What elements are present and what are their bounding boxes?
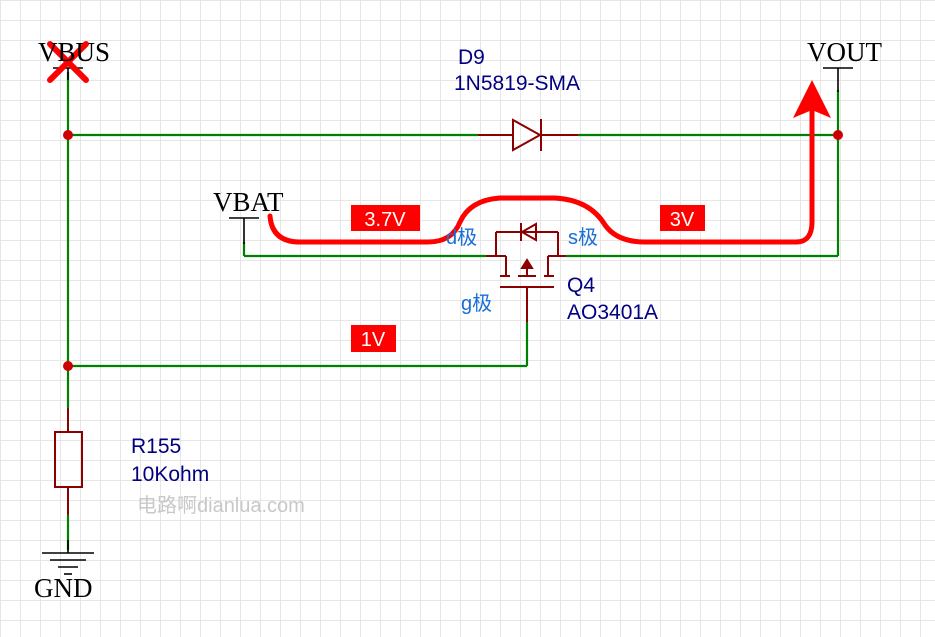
voltage-tag-drain-text: 3.7V [364,209,406,231]
ground-symbol [42,540,94,575]
mosfet-q4 [486,222,566,322]
net-label-vbat: VBAT [213,187,284,217]
net-label-vout: VOUT [807,37,882,67]
voltage-tag-gate-text: 1V [361,329,386,351]
net-label-gnd: GND [34,573,93,603]
watermark: 电路啊dianlua.com [137,494,305,517]
junction-gate-resistor [63,361,73,371]
mosfet-arrow [520,258,534,269]
resistor-ref-label: R155 [131,435,181,458]
voltage-tag-gate: 1V [351,325,396,352]
current-path-highlight [267,105,815,245]
net-port-vbat [229,217,259,244]
resistor-value-label: 10Kohm [131,463,209,486]
diode-d9 [478,118,578,152]
mosfet-body-diode-triangle [519,222,537,242]
resistor-r155 [54,408,83,515]
voltage-tag-source-bg [660,205,705,231]
junctions [63,130,843,371]
mosfet-gate-pin-label: g极 [461,292,492,315]
net-port-vout [823,67,853,92]
voltage-tag-drain-bg [351,205,420,231]
voltage-tag-source: 3V [660,205,705,231]
mosfet-part-label: AO3401A [567,301,658,324]
mosfet-ref-label: Q4 [567,274,595,297]
net-label-vbus: VBUS [38,37,110,67]
mosfet-drain-pin-label: d极 [446,226,477,249]
wires [66,72,840,550]
resistor-body [54,431,83,488]
diode-part-label: 1N5819-SMA [454,72,580,95]
voltage-tag-drain: 3.7V [351,205,420,231]
mosfet-source-pin-label: s极 [568,226,598,249]
vbus-disabled-cross [47,41,89,83]
current-path-arrowhead [793,80,831,118]
voltage-tag-gate-bg [351,325,396,352]
diode-triangle [512,118,543,152]
cross-stroke-2 [47,41,89,83]
junction-vbus-top [63,130,73,140]
diode-ref-label: D9 [458,46,485,69]
voltage-tag-source-text: 3V [670,209,695,231]
junction-vout-top [833,130,843,140]
